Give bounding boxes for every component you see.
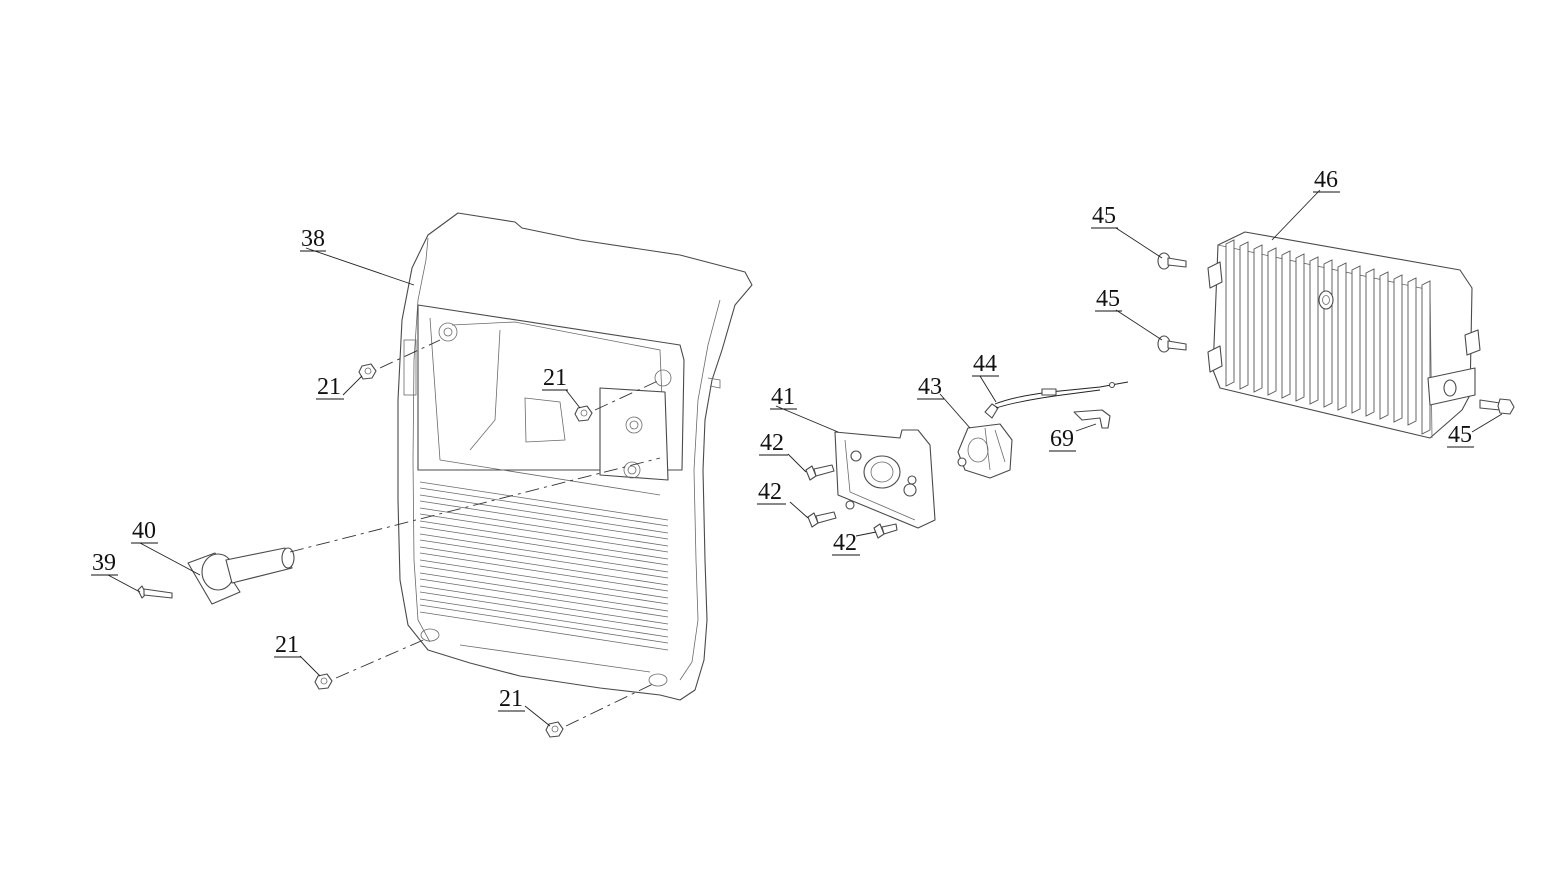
callout-45-upper: 45 [1091,203,1118,229]
bolt-45-upper [1157,252,1187,270]
callout-21-center: 21 [542,365,568,391]
bolt-45-middle [1157,335,1187,353]
callout-label-42: 42 [760,430,784,456]
louver-grille [419,481,669,651]
part-40-knob-shaft [187,547,295,605]
callout-38: 38 [300,226,326,252]
nut-21-center [574,405,593,422]
callout-44: 44 [972,351,999,377]
part-38-front-panel [397,212,753,701]
callout-41: 41 [770,384,797,410]
callout-21-upper-left: 21 [316,374,344,400]
callout-label-45: 45 [1092,203,1116,229]
callout-21-bottom: 21 [498,686,525,712]
callout-label-39: 39 [92,550,116,576]
callout-21-lower-left: 21 [274,632,301,658]
callout-label-38: 38 [301,226,325,252]
screw-42-upper [805,464,835,481]
callout-45-right: 45 [1447,422,1474,448]
part-46-inverter-heatsink [1207,231,1481,439]
callout-45-middle: 45 [1095,286,1122,312]
callout-label-42: 42 [833,530,857,556]
nut-21-upper-left [358,363,377,380]
callout-label-21: 21 [543,365,567,391]
callout-40: 40 [131,518,158,544]
callout-label-21: 21 [499,686,523,712]
callout-42-upper: 42 [759,430,788,456]
part-44-cable [984,381,1129,419]
callout-label-40: 40 [132,518,156,544]
callout-label-46: 46 [1314,167,1338,193]
callout-label-44: 44 [973,351,997,377]
screw-42-middle [807,511,837,528]
callout-label-21: 21 [317,374,341,400]
callout-label-69: 69 [1050,426,1074,452]
bolt-45-right [1479,398,1515,415]
callout-label-42: 42 [758,479,782,505]
nut-21-bottom [545,721,564,738]
part-41-bracket [834,429,936,529]
callout-label-21: 21 [275,632,299,658]
callout-42-middle: 42 [757,479,786,505]
callout-label-45: 45 [1448,422,1472,448]
part-69-clip [1073,409,1111,429]
assembly-axes [289,339,661,727]
callout-43: 43 [917,374,944,400]
leader-lines [107,189,1503,727]
callout-label-41: 41 [771,384,795,410]
callout-label-43: 43 [918,374,942,400]
callout-label-45: 45 [1096,286,1120,312]
part-39-screw [137,585,173,599]
nut-21-lower-left [314,673,333,690]
callout-46: 46 [1313,167,1340,193]
callout-42-lower: 42 [832,530,860,556]
part-43-switch [957,423,1013,479]
screw-42-lower [873,523,898,539]
callout-39: 39 [91,550,118,576]
callout-69: 69 [1049,426,1076,452]
